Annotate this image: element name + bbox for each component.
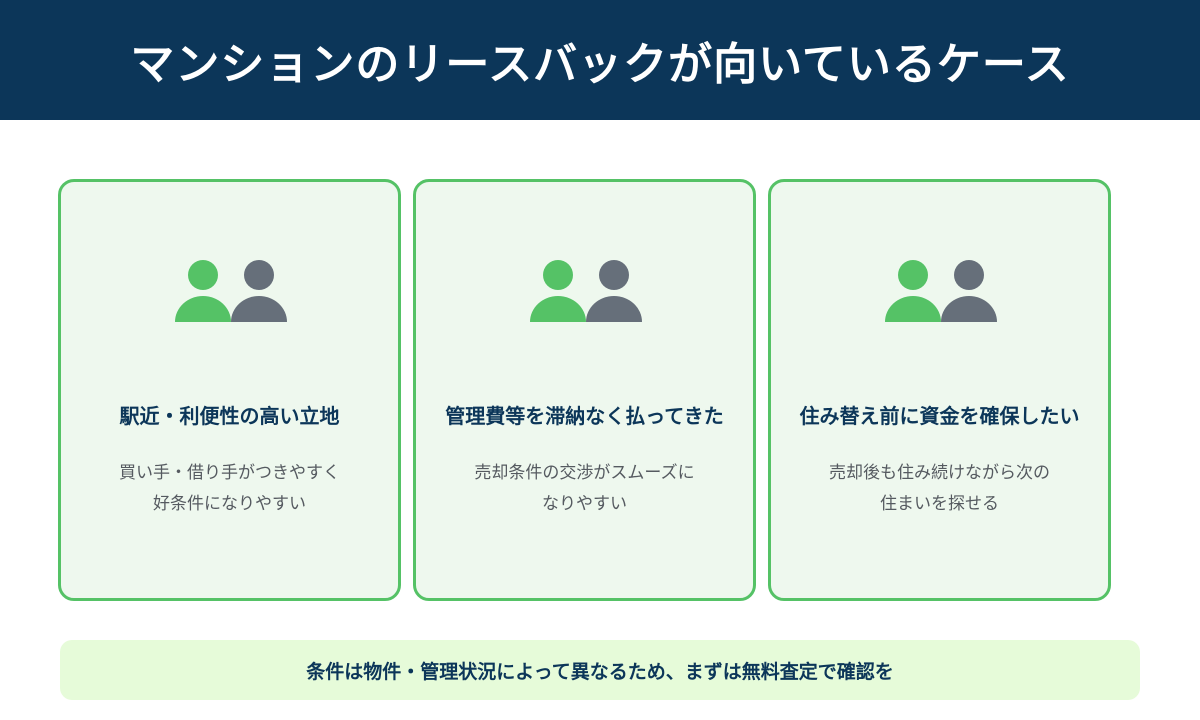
footer-note-text: 条件は物件・管理状況によって異なるため、まずは無料査定で確認を (306, 660, 894, 683)
card-description-line: 買い手・借り手がつきやすく (119, 463, 340, 483)
card-title: 管理費等を滞納なく払ってきた (445, 404, 724, 428)
card-description: 買い手・借り手がつきやすく 好条件になりやすい (61, 458, 398, 520)
card-description-line: 売却後も住み続けながら次の (829, 463, 1050, 483)
card-title: 駅近・利便性の高い立地 (119, 404, 340, 428)
header-banner: マンションのリースバックが向いているケース (0, 0, 1200, 120)
card-description: 売却条件の交渉がスムーズに なりやすい (416, 458, 753, 520)
two-people-icon (885, 260, 997, 322)
page-title: マンションのリースバックが向いているケース (130, 39, 1070, 90)
card-description: 売却後も住み続けながら次の 住まいを探せる (771, 458, 1108, 520)
case-card-no-arrears: 管理費等を滞納なく払ってきた 売却条件の交渉がスムーズに なりやすい (413, 179, 756, 601)
footer-note-banner: 条件は物件・管理状況によって異なるため、まずは無料査定で確認を (60, 640, 1140, 700)
card-title: 住み替え前に資金を確保したい (799, 404, 1080, 428)
case-card-secure-funds: 住み替え前に資金を確保したい 売却後も住み続けながら次の 住まいを探せる (768, 179, 1111, 601)
card-description-line: 住まいを探せる (880, 494, 999, 514)
case-card-station-access: 駅近・利便性の高い立地 買い手・借り手がつきやすく 好条件になりやすい (58, 179, 401, 601)
card-description-line: 売却条件の交渉がスムーズに (474, 463, 695, 483)
two-people-icon (530, 260, 642, 322)
card-description-line: 好条件になりやすい (153, 494, 306, 514)
two-people-icon (175, 260, 287, 322)
card-description-line: なりやすい (542, 494, 627, 514)
